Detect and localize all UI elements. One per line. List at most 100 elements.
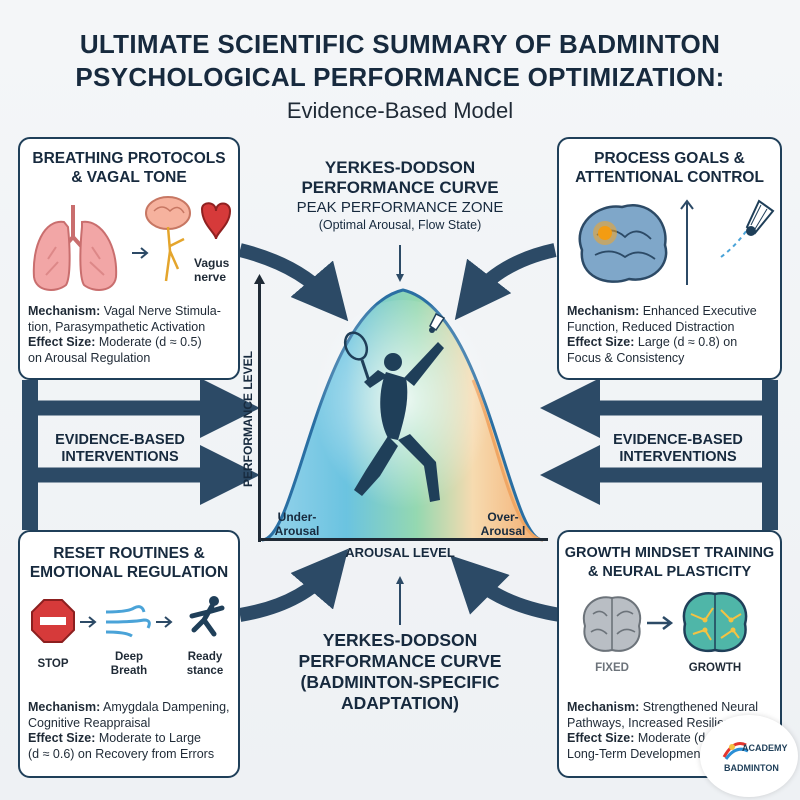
brain-heart-icon: [145, 196, 232, 282]
process-card: PROCESS GOALS & ATTENTIONAL CONTROL Mech…: [557, 137, 782, 380]
process-mechanism-line-2: Function, Reduced Distraction: [567, 319, 735, 334]
bottom-center-line-2: PERFORMANCE CURVE: [298, 651, 502, 671]
top-center-line-2: PERFORMANCE CURVE: [301, 178, 499, 197]
interventions-right-line-2: INTERVENTIONS: [619, 449, 737, 465]
process-title-line-2: ATTENTIONAL CONTROL: [575, 169, 764, 186]
y-axis-label: PERFORMANCE LEVEL: [241, 351, 255, 488]
academy-logo-mark: [722, 742, 749, 760]
under-arousal-line-2: Arousal: [274, 524, 320, 538]
ready-stance-label: Ready stance: [178, 650, 232, 678]
vagus-label-line-1: Vagus: [194, 256, 230, 270]
interventions-right-line-1: EVIDENCE-BASED: [613, 432, 743, 448]
top-center-line-1: YERKES-DODSON: [324, 158, 476, 177]
curve-stroke: [261, 288, 544, 542]
breathing-effect-line-2: on Arousal Regulation: [28, 350, 151, 365]
player-silhouette: [354, 342, 444, 502]
fixed-brain-icon: [582, 596, 642, 652]
deep-breath-line-2: Breath: [110, 665, 148, 677]
interventions-left-line-2: INTERVENTIONS: [61, 449, 179, 465]
page-title: ULTIMATE SCIENTIFIC SUMMARY OF BADMINTON…: [0, 28, 800, 126]
racket-icon: [343, 331, 372, 385]
reset-title-line-1: RESET ROUTINES &: [53, 545, 205, 562]
reset-title: RESET ROUTINES & EMOTIONAL REGULATION: [20, 544, 238, 582]
stop-sign-icon: [31, 599, 75, 643]
breathing-mechanism-line-2: tion, Parasympathetic Activation: [28, 319, 206, 334]
arrow-growth-to-center: [450, 555, 562, 622]
breathing-mechanism-key: Mechanism:: [28, 304, 101, 318]
process-effect-line-2: Focus & Consistency: [567, 350, 685, 365]
lungs-icon: [32, 205, 118, 291]
growth-mechanism: Mechanism: Strengthened Neural Pathways,…: [567, 700, 758, 762]
title-subtitle: Evidence-Based Model: [286, 98, 514, 123]
bottom-center-line-1: YERKES-DODSON: [322, 630, 478, 650]
shuttle-in-flight-icon: [429, 312, 446, 333]
over-arousal-line-2: Arousal: [480, 524, 526, 538]
breathing-mechanism-line-1: Vagal Nerve Stimula-: [100, 304, 221, 318]
growth-effect-line-1: Moderate (d: [634, 731, 706, 745]
title-line-2: PSYCHOLOGICAL PERFORMANCE OPTIMIZATION:: [75, 62, 725, 92]
reset-mechanism: Mechanism: Amygdala Dampening, Cognitive…: [28, 700, 240, 762]
interventions-left: EVIDENCE-BASED INTERVENTIONS: [40, 432, 200, 466]
deep-breath-label: Deep Breath: [102, 650, 156, 678]
title-line-1: ULTIMATE SCIENTIFIC SUMMARY OF BADMINTON: [79, 29, 721, 59]
arrow-process-to-center: [454, 243, 557, 321]
arrow-icon-2: [156, 616, 173, 628]
ready-stance-line-1: Ready: [187, 651, 223, 663]
academy-logo: ACADEMY BADMINTON: [700, 715, 798, 797]
growth-arrow-icon: [647, 616, 674, 630]
bottom-center-text: YERKES-DODSON PERFORMANCE CURVE (BADMINT…: [255, 630, 545, 714]
reset-title-line-2: EMOTIONAL REGULATION: [29, 564, 229, 581]
growth-brain-icon: [682, 591, 748, 653]
breathing-title-line-1: BREATHING PROTOCOLS: [32, 150, 226, 167]
growth-title: GROWTH MINDSET TRAINING & NEURAL PLASTIC…: [559, 544, 780, 582]
vagus-label: Vagus nerve: [194, 256, 238, 284]
breathing-effect-key: Effect Size:: [28, 335, 96, 349]
breathing-card: BREATHING PROTOCOLS & VAGAL TONE Vagus n…: [18, 137, 240, 380]
reset-effect-line-1: Moderate to Large: [95, 731, 202, 745]
reset-effect-line-2: (d ≈ 0.6) on Recovery from Errors: [28, 746, 215, 761]
brain-focus-icon: [578, 204, 668, 283]
arrow-breathing-to-center: [238, 243, 349, 322]
stop-label: STOP: [37, 658, 69, 670]
growth-effect-line-2: Long-Term Development: [567, 746, 704, 761]
arrow-icon-1: [80, 616, 97, 628]
process-mechanism-line-1: Enhanced Executive: [639, 304, 757, 318]
growth-mechanism-key: Mechanism:: [567, 700, 640, 714]
reset-effect-key: Effect Size:: [28, 731, 96, 745]
x-axis-label: AROUSAL LEVEL: [345, 545, 455, 560]
fixed-label: FIXED: [595, 662, 629, 674]
top-center-line-4: (Optimal Arousal, Flow State): [318, 218, 482, 232]
top-center-text: YERKES-DODSON PERFORMANCE CURVE PEAK PER…: [270, 158, 530, 234]
reset-card: RESET ROUTINES & EMOTIONAL REGULATION ST…: [18, 530, 240, 778]
academy-logo-line-2: BADMINTON: [724, 763, 779, 773]
interventions-right: EVIDENCE-BASED INTERVENTIONS: [598, 432, 758, 466]
under-arousal-line-1: Under-: [277, 510, 317, 524]
process-mechanism: Mechanism: Enhanced Executive Function, …: [567, 304, 782, 366]
growth-effect-key: Effect Size:: [567, 731, 635, 745]
over-arousal-line-1: Over-: [487, 510, 519, 524]
interventions-left-line-1: EVIDENCE-BASED: [55, 432, 185, 448]
process-title: PROCESS GOALS & ATTENTIONAL CONTROL: [559, 149, 780, 187]
bottom-center-line-4: ADAPTATION): [341, 693, 459, 713]
bottom-center-line-3: (BADMINTON-SPECIFIC: [300, 672, 500, 692]
arrow-reset-to-center: [238, 548, 349, 622]
ready-stance-line-2: stance: [186, 665, 224, 677]
focus-arrow-icon: [680, 199, 694, 285]
growth-card: GROWTH MINDSET TRAINING & NEURAL PLASTIC…: [557, 530, 782, 778]
growth-mechanism-line-2: Pathways, Increased Resilien: [567, 715, 731, 730]
breathing-title: BREATHING PROTOCOLS & VAGAL TONE: [20, 149, 238, 187]
reset-mechanism-line-1: Amygdala Dampening,: [100, 700, 230, 714]
yerkes-dodson-curve: [254, 274, 548, 542]
growth-title-line-2: & NEURAL PLASTICITY: [587, 564, 752, 580]
vagus-label-line-2: nerve: [194, 270, 227, 284]
academy-logo-line-1: ACADEMY: [742, 743, 788, 753]
shuttlecock-icon: [720, 199, 775, 258]
breathing-title-line-2: & VAGAL TONE: [71, 169, 187, 186]
growth-mechanism-line-1: Strengthened Neural: [639, 700, 759, 714]
process-mechanism-key: Mechanism:: [567, 304, 640, 318]
over-arousal-label: Over- Arousal: [468, 510, 538, 538]
top-center-line-3: PEAK PERFORMANCE ZONE: [296, 199, 504, 216]
deep-breath-line-1: Deep: [114, 651, 144, 663]
ready-stance-icon: [189, 596, 225, 637]
